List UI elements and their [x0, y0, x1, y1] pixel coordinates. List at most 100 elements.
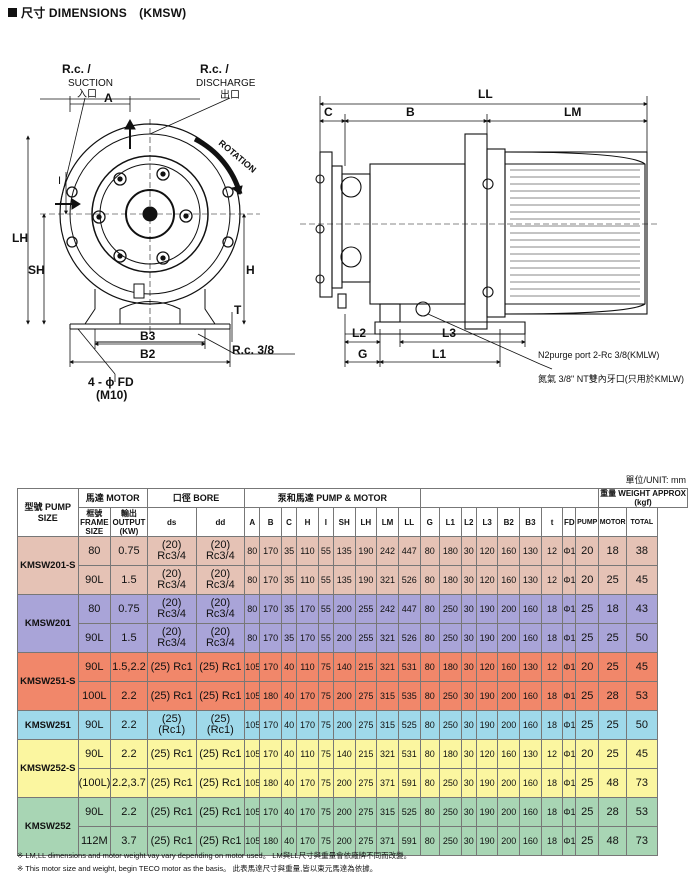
- weight-cell: 25: [575, 768, 600, 798]
- dim-cell: 135: [332, 536, 356, 566]
- dim-cell: 140: [332, 652, 356, 682]
- front-view: [40, 118, 260, 343]
- dim-cell: 35: [280, 565, 298, 595]
- dim-cell: 170: [259, 623, 282, 653]
- weight-cell: 25: [598, 739, 628, 769]
- dim-cell: 255: [354, 594, 378, 624]
- weight-cell: 25: [598, 565, 628, 595]
- dim-cell: 371: [376, 768, 399, 798]
- dim-h-label: H: [246, 263, 255, 277]
- col-output: 輸出 OUTPUT (KW): [110, 507, 148, 537]
- dim-cell: 190: [475, 623, 499, 653]
- dim-cell: 275: [354, 768, 378, 798]
- dim-cell: 80: [419, 652, 441, 682]
- dd-cell: (25) Rc1: [195, 826, 246, 856]
- dim-cell: 180: [259, 768, 282, 798]
- dim-cell: 130: [519, 536, 542, 566]
- output-cell: 2.2: [110, 739, 148, 769]
- dim-cell: 40: [280, 797, 298, 827]
- weight-cell: 25: [575, 594, 600, 624]
- dim-cell: 170: [259, 710, 282, 740]
- dim-cell: 120: [475, 536, 499, 566]
- col-w-motor: MOTOR: [598, 507, 628, 537]
- fd-label: 4 - ϕ FD: [88, 375, 134, 389]
- weight-cell: 50: [626, 710, 658, 740]
- dim-cell: 160: [497, 536, 521, 566]
- dim-cell: 80: [419, 710, 441, 740]
- dim-cell: Φ12: [562, 652, 577, 682]
- dim-cell: 255: [354, 623, 378, 653]
- dim-cell: Φ12: [562, 710, 577, 740]
- dim-cell: 190: [475, 768, 499, 798]
- dim-cell: 105: [244, 739, 261, 769]
- dim-cell: 105: [244, 826, 261, 856]
- col-fd: FD: [562, 507, 577, 537]
- dim-cell: Φ12: [562, 797, 577, 827]
- col-b2: B2: [497, 507, 521, 537]
- dim-cell: 250: [439, 768, 462, 798]
- rc-discharge-label: R.c. /: [200, 62, 229, 76]
- dim-cell: 12: [540, 536, 564, 566]
- dim-cell: 110: [296, 739, 319, 769]
- dd-cell: (25) (Rc1): [195, 710, 246, 740]
- weight-cell: 20: [575, 739, 600, 769]
- output-cell: 0.75: [110, 594, 148, 624]
- dim-cell: 190: [475, 710, 499, 740]
- dim-cell: 275: [354, 797, 378, 827]
- dim-cell: 105: [244, 768, 261, 798]
- dim-l1-label: L1: [432, 347, 446, 361]
- weight-cell: 25: [575, 797, 600, 827]
- model-cell: KMSW251-S: [17, 652, 79, 711]
- dim-cell: 30: [460, 739, 477, 769]
- output-cell: 0.75: [110, 536, 148, 566]
- dim-cell: 250: [439, 594, 462, 624]
- dim-cell: 200: [332, 623, 356, 653]
- dim-l2-label: L2: [352, 326, 366, 340]
- dim-cell: 250: [439, 797, 462, 827]
- dim-cell: 35: [280, 594, 298, 624]
- weight-cell: 18: [598, 536, 628, 566]
- dim-cell: 40: [280, 652, 298, 682]
- dim-cell: 35: [280, 536, 298, 566]
- dim-cell: 30: [460, 797, 477, 827]
- weight-cell: 28: [598, 797, 628, 827]
- weight-cell: 25: [575, 826, 600, 856]
- dim-cell: 190: [475, 797, 499, 827]
- ds-cell: (25) Rc1: [146, 797, 197, 827]
- dim-cell: Φ12: [562, 594, 577, 624]
- dim-cell: 30: [460, 536, 477, 566]
- dim-cell: 18: [540, 797, 564, 827]
- weight-cell: 50: [626, 623, 658, 653]
- dim-cell: 170: [296, 594, 319, 624]
- dim-cell: 55: [317, 536, 334, 566]
- weight-cell: 73: [626, 768, 658, 798]
- weight-cell: 43: [626, 594, 658, 624]
- dim-cell: Φ12: [562, 681, 577, 711]
- discharge-label: DISCHARGE: [196, 78, 256, 89]
- dim-cell: 170: [296, 681, 319, 711]
- dim-cell: 80: [244, 623, 261, 653]
- dim-cell: 40: [280, 681, 298, 711]
- dim-cell: 321: [376, 623, 399, 653]
- dim-cell: 18: [540, 594, 564, 624]
- rc38-label: R.c. 3/8: [232, 343, 274, 357]
- dd-cell: (25) Rc1: [195, 681, 246, 711]
- dd-cell: (20) Rc3/4: [195, 623, 246, 653]
- dim-cell: 200: [497, 797, 521, 827]
- dim-cell: 531: [397, 652, 421, 682]
- table-row: (100L)112M2.2,3.7(25) Rc1(25) Rc11051804…: [17, 768, 688, 798]
- ds-cell: (20) Rc3/4: [146, 594, 197, 624]
- ds-cell: (20) Rc3/4: [146, 623, 197, 653]
- dim-cell: 40: [280, 739, 298, 769]
- dim-cell: 170: [296, 768, 319, 798]
- dim-cell: 135: [332, 565, 356, 595]
- col-frame: 框號 FRAME SIZE: [77, 507, 112, 537]
- dim-cell: 75: [317, 652, 334, 682]
- dim-cell: 80: [419, 536, 441, 566]
- dim-cell: 75: [317, 710, 334, 740]
- dim-cell: 200: [497, 826, 521, 856]
